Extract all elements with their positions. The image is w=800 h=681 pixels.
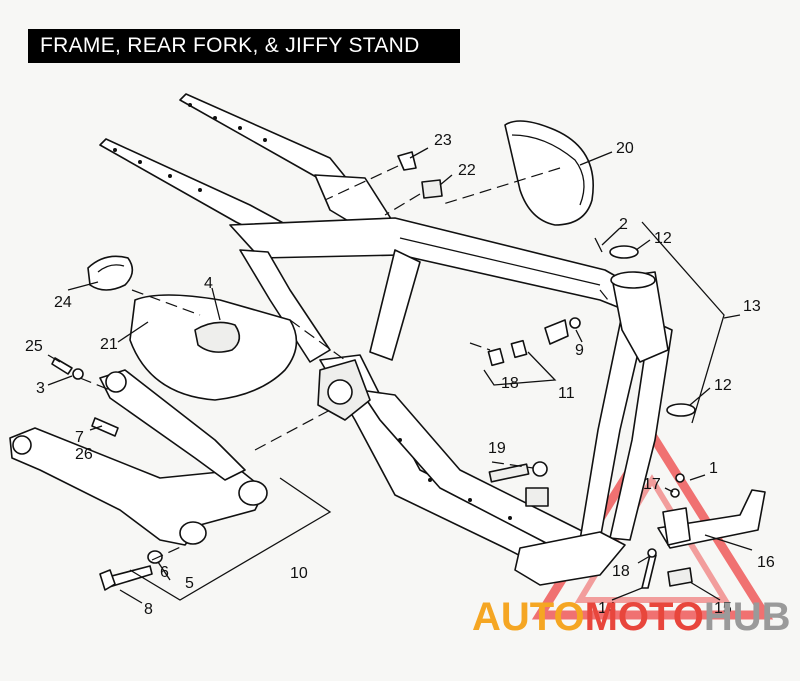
callout-9: 9 <box>575 342 584 359</box>
callout-25: 25 <box>25 338 43 355</box>
seat-post-tube <box>369 249 421 361</box>
callout-10: 10 <box>290 565 308 582</box>
spacer-6 <box>147 550 163 564</box>
rear-fork-left-arm <box>9 427 266 546</box>
callout-18a: 18 <box>501 375 519 392</box>
ignition-housing <box>544 319 569 345</box>
callout-6: 6 <box>160 564 169 581</box>
callout-11: 11 <box>558 385 575 402</box>
left-rear-tube <box>239 249 331 363</box>
callout-16: 16 <box>757 554 775 571</box>
callout-24: 24 <box>54 294 72 311</box>
spring-15 <box>667 567 693 587</box>
callout-18b: 18 <box>612 563 630 580</box>
bearing-12-upper <box>609 245 639 259</box>
callout-12b: 12 <box>714 377 732 394</box>
watermark-part3: HUB <box>704 595 791 639</box>
clip-1 <box>675 473 685 483</box>
washer-18 <box>647 548 657 558</box>
diagram-title: FRAME, REAR FORK, & JIFFY STAND <box>28 29 460 63</box>
clip-22 <box>421 179 443 199</box>
emblem-24 <box>87 255 134 291</box>
callout-1: 1 <box>709 460 718 477</box>
callout-19: 19 <box>488 440 506 457</box>
callout-7: 7 <box>75 429 84 446</box>
front-down-tube-right <box>609 319 673 541</box>
bolt-25 <box>51 357 73 375</box>
rear-fork-right-arm <box>99 369 246 481</box>
callout-14: 14 <box>598 600 616 617</box>
pin-2 <box>594 237 603 253</box>
plate-key <box>510 339 528 359</box>
washer-3 <box>72 368 84 380</box>
washer-17 <box>670 488 680 498</box>
watermark-part2: MOTO <box>585 595 704 639</box>
rear-fork <box>9 369 268 546</box>
nut-9 <box>569 317 581 329</box>
clip-7 <box>91 417 119 437</box>
callout-8: 8 <box>144 601 153 618</box>
leader-lines <box>47 147 753 604</box>
callout-13: 13 <box>743 298 761 315</box>
side-cover-emblem <box>194 321 241 353</box>
nut-19 <box>532 461 548 477</box>
callout-17: 17 <box>643 476 661 493</box>
callout-20: 20 <box>616 140 634 157</box>
front-lower-loop <box>514 531 626 586</box>
callout-2: 2 <box>619 216 628 233</box>
right-side-cover <box>504 120 594 226</box>
callout-26: 26 <box>75 446 93 463</box>
callout-3: 3 <box>36 380 45 397</box>
callout-22: 22 <box>458 162 476 179</box>
callout-21: 21 <box>100 336 118 353</box>
callout-labels: 1 2 3 4 5 6 7 8 9 10 11 12 12 13 14 15 1… <box>25 132 775 618</box>
steering-head <box>611 271 669 363</box>
watermark-part1: AUTO <box>472 595 585 639</box>
callout-15: 15 <box>714 600 732 617</box>
main-frame <box>99 93 673 586</box>
plate-18 <box>487 347 505 367</box>
callout-5: 5 <box>185 575 194 592</box>
clip-23 <box>397 151 417 171</box>
jiffy-stand <box>641 473 766 589</box>
callout-12a: 12 <box>654 230 672 247</box>
bearing-12-lower <box>666 403 696 417</box>
watermark-text: AUTOMOTOHUB <box>472 595 791 639</box>
callout-23: 23 <box>434 132 452 149</box>
callout-4: 4 <box>204 275 213 292</box>
